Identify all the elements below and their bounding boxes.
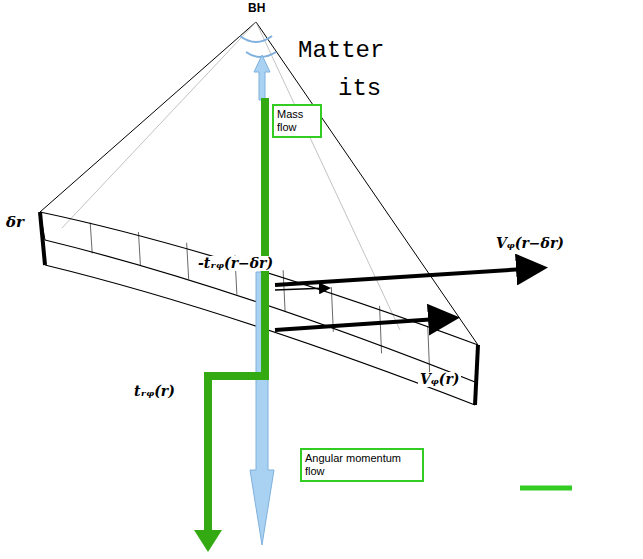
flow-label-box: Angular momentum flow [300, 448, 424, 482]
velocity-label: Vᵩ(r−δr) [494, 236, 566, 251]
flow-label: Angular momentum flow [305, 452, 419, 478]
stress-label: tᵣᵩ(r) [132, 384, 177, 399]
heading-fragment: Matter [296, 38, 386, 64]
stress-label: -tᵣᵩ(r−δr) [196, 256, 275, 271]
flow-label: Mass flow [277, 108, 317, 134]
flow-label-box: Mass flow [272, 104, 322, 138]
heading-fragment: its [336, 76, 383, 102]
thickness-label: δr [4, 214, 26, 231]
velocity-label: Vᵩ(r) [418, 372, 461, 387]
black-hole-label: BH [246, 2, 267, 15]
